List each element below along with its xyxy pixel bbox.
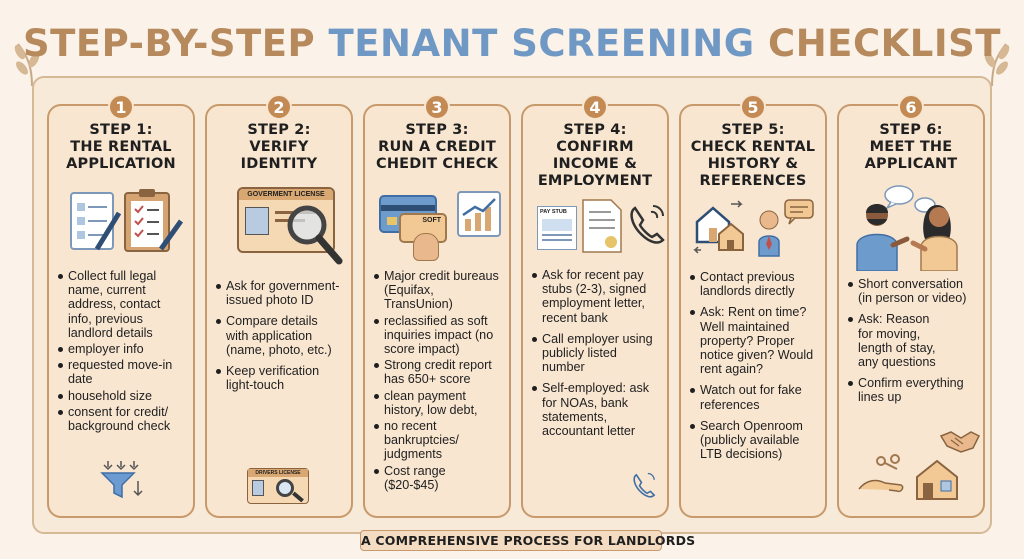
soft-label: SOFT (422, 217, 441, 224)
license-label: GOVERMENT LICENSE (239, 189, 333, 200)
license-label: DRIVERS LICENSE (248, 469, 308, 477)
leaf-right-icon (984, 43, 1010, 87)
step-title: STEP 3: RUN A CREDIT CHEDIT CHECK (375, 122, 498, 172)
step-title: STEP 4: CONFIRM INCOME & EMPLOYMENT (537, 122, 653, 189)
step-title: STEP 1: THE RENTAL APPLICATION (66, 122, 176, 172)
pay-stub-label: PAY STUB (540, 209, 567, 215)
drivers-license-icon: DRIVERS LICENSE (247, 468, 311, 506)
step-card-2: 2 STEP 2: VERIFY IDENTITY GOVERMENT LICE… (205, 94, 353, 518)
step-card-3: 3 STEP 3: RUN A CREDIT CHEDIT CHECK SOFT… (363, 94, 511, 518)
bullet-item: Major credit bureaus (Equifax, TransUnio… (373, 269, 501, 312)
step-bullets: Short conversation (in person or video) … (847, 277, 975, 405)
bullet-item: Ask: Reason for moving, length of stay, … (847, 312, 975, 369)
bullet-item: consent for credit/ background check (57, 405, 185, 433)
step-bullets: Ask for recent pay stubs (2-3), signed e… (531, 268, 659, 438)
step-title: STEP 5: CHECK RENTAL HISTORY & REFERENCE… (690, 122, 816, 189)
credit-card-and-chart-icon: SOFT (373, 183, 501, 269)
step-card-1: 1 STEP 1: THE RENTAL APPLICATION Collect… (47, 94, 195, 518)
step-number-badge: 4 (582, 94, 608, 120)
bullet-item: requested move-in date (57, 358, 185, 386)
funnel-icon (98, 459, 144, 506)
bullet-item: Strong credit report has 650+ score (373, 358, 501, 386)
bullet-item: Short conversation (in person or video) (847, 277, 975, 305)
bullet-item: Ask: Rent on time? Well maintained prope… (689, 305, 817, 376)
bottom-banner: A COMPREHENSIVE PROCESS FOR LANDLORDS (360, 530, 695, 551)
page-title: STEP-BY-STEP TENANT SCREENING CHECKLIST (22, 22, 1001, 65)
keys-and-house-icon (857, 451, 965, 506)
step-card-5: 5 STEP 5: CHECK RENTAL HISTORY & REFEREN… (679, 94, 827, 518)
bullet-item: no recent bankruptcies/ judgments (373, 419, 501, 462)
bullet-item: Search Openroom (publicly available LTB … (689, 419, 817, 462)
bullet-item: clean payment history, low debt, (373, 389, 501, 417)
bullet-item: Keep verification light-touch (215, 364, 343, 392)
step-bullets: Major credit bureaus (Equifax, TransUnio… (373, 269, 501, 492)
bullet-item: Ask for government-issued photo ID (215, 279, 343, 307)
step-number-badge: 2 (266, 94, 292, 120)
bullet-item: Compare details with application (name, … (215, 314, 343, 357)
bullet-item: Watch out for fake references (689, 383, 817, 412)
handshake-icon (939, 431, 981, 453)
bullet-item: Call employer using publicly listed numb… (531, 332, 659, 375)
step-number-badge: 6 (898, 94, 924, 120)
step-card-4: 4 STEP 4: CONFIRM INCOME & EMPLOYMENT PA… (521, 94, 669, 518)
phone-icon (629, 471, 659, 504)
government-license-icon: GOVERMENT LICENSE (215, 183, 343, 279)
bullet-item: Cost range ($20-$45) (373, 464, 501, 492)
step-number-badge: 5 (740, 94, 766, 120)
bullet-item: Self-employed: ask for NOAs, bank statem… (531, 381, 659, 438)
step-number-badge: 3 (424, 94, 450, 120)
leaf-left-icon (14, 43, 40, 87)
pay-stub-and-phone-icon: PAY STUB (531, 198, 665, 258)
bullet-item: household size (57, 389, 185, 403)
bullet-item: Contact previous landlords directly (689, 270, 817, 298)
step-card-6: 6 STEP 6: MEET THE APPLICANT Short conve… (837, 94, 985, 518)
application-form-and-clipboard-icon (57, 183, 185, 261)
bullet-item: Collect full legal name, current address… (57, 269, 185, 340)
houses-and-landlord-icon (689, 194, 817, 260)
bullet-item: Ask for recent pay stubs (2-3), signed e… (531, 268, 659, 325)
bullet-item: employer info (57, 342, 185, 356)
bullet-item: reclassified as soft inquiries impact (n… (373, 314, 501, 357)
two-people-conversation-icon (847, 183, 975, 272)
step-title: STEP 6: MEET THE APPLICANT (864, 122, 958, 172)
step-title: STEP 2: VERIFY IDENTITY (240, 122, 318, 172)
bullet-item: Confirm everything lines up (847, 376, 975, 404)
step-bullets: Contact previous landlords directly Ask:… (689, 270, 817, 461)
step-number-badge: 1 (108, 94, 134, 120)
step-bullets: Collect full legal name, current address… (57, 269, 185, 433)
step-bullets: Ask for government-issued photo ID Compa… (215, 279, 343, 392)
